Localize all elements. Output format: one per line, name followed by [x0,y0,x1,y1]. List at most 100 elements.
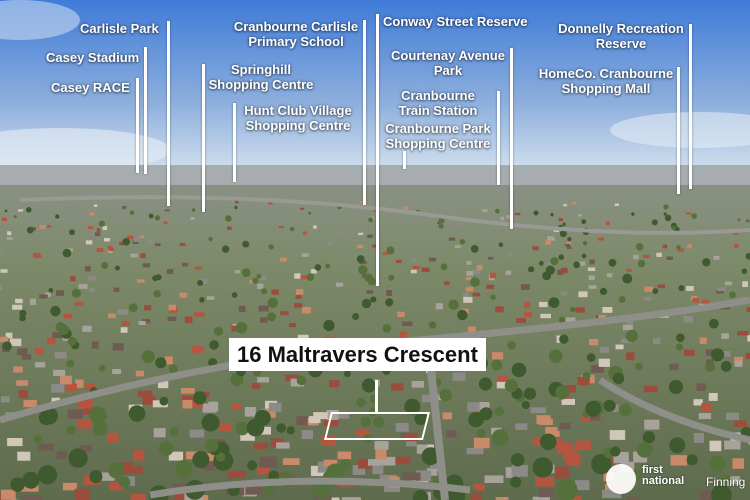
house-roof [0,285,3,291]
house-roof [488,256,494,260]
house-roof [127,235,134,240]
property-address-banner: 16 Maltravers Crescent [229,338,486,371]
house-roof [17,348,28,356]
house-roof [698,413,712,420]
house-roof [723,476,741,485]
house-roof [257,283,264,289]
tree [675,343,684,351]
house-roof [249,279,256,284]
tree [637,259,646,268]
house-roof [565,317,576,323]
house-roof [355,429,370,436]
house-roof [468,326,476,333]
house-roof [296,416,312,426]
house-roof [563,385,576,393]
house-roof [91,341,99,349]
house-roof [540,313,551,319]
tree [26,226,34,234]
house-roof [397,311,405,317]
house-roof [558,218,564,222]
house-roof [271,289,279,295]
house-roof [532,437,545,447]
house-roof [565,243,570,247]
house-roof [138,390,153,397]
tree [370,296,377,303]
house-roof [746,307,750,312]
tree [428,321,437,329]
tree [610,446,621,457]
house-roof [578,261,586,266]
house-roof [257,377,269,383]
house-roof [112,369,122,374]
tree [153,290,161,298]
tree [631,212,635,216]
house-roof [35,362,46,368]
tree [635,243,644,251]
house-roof [295,295,302,299]
house-roof [327,241,334,246]
house-roof [244,407,256,417]
tree [215,452,226,462]
house-roof [701,403,712,412]
house-roof [93,204,98,207]
house-roof [465,286,474,292]
house-roof [454,245,461,249]
tree [368,217,374,223]
landmark-pin-line [202,64,205,212]
tree [276,423,287,433]
tree [22,471,40,489]
house-roof [201,278,208,284]
road [149,477,471,499]
tree [494,406,504,417]
tree [559,334,569,344]
tree [745,253,750,260]
house-roof [722,351,731,357]
house-roof [535,476,555,487]
house-roof [75,379,84,388]
house-roof [524,312,533,317]
house-roof [732,458,744,469]
tree [664,214,672,222]
house-roof [184,316,193,324]
tree [558,254,564,260]
tree [567,237,572,242]
house-roof [724,440,741,450]
tree [33,435,42,444]
tree [242,268,251,277]
house-roof [644,419,660,430]
house-roof [194,312,205,317]
tree [361,378,377,393]
house-roof [435,303,443,310]
house-roof [7,231,12,236]
tree [550,213,554,217]
house-roof [87,276,96,281]
house-roof [141,211,147,214]
house-roof [166,269,174,275]
tree [268,244,274,250]
house-roof [734,356,743,362]
tree [528,266,535,273]
house-roof [179,243,186,247]
landmark-pin-line [689,24,692,189]
tree [191,208,196,212]
house-roof [39,225,46,229]
tree [268,470,280,482]
house-roof [259,456,277,468]
house-roof [386,290,392,296]
house-roof [167,316,177,321]
tree [209,340,219,350]
house-roof [507,252,513,257]
house-roof [539,301,548,308]
house-roof [53,369,66,376]
property-boundary-outline [324,412,430,440]
house-roof [174,489,191,500]
house-roof [358,232,364,236]
house-roof [411,257,417,263]
tree [48,288,54,293]
house-roof [429,257,437,262]
tree [129,210,135,216]
house-roof [626,352,635,361]
house-roof [572,214,577,216]
house-roof [406,436,417,447]
house-roof [448,237,456,241]
